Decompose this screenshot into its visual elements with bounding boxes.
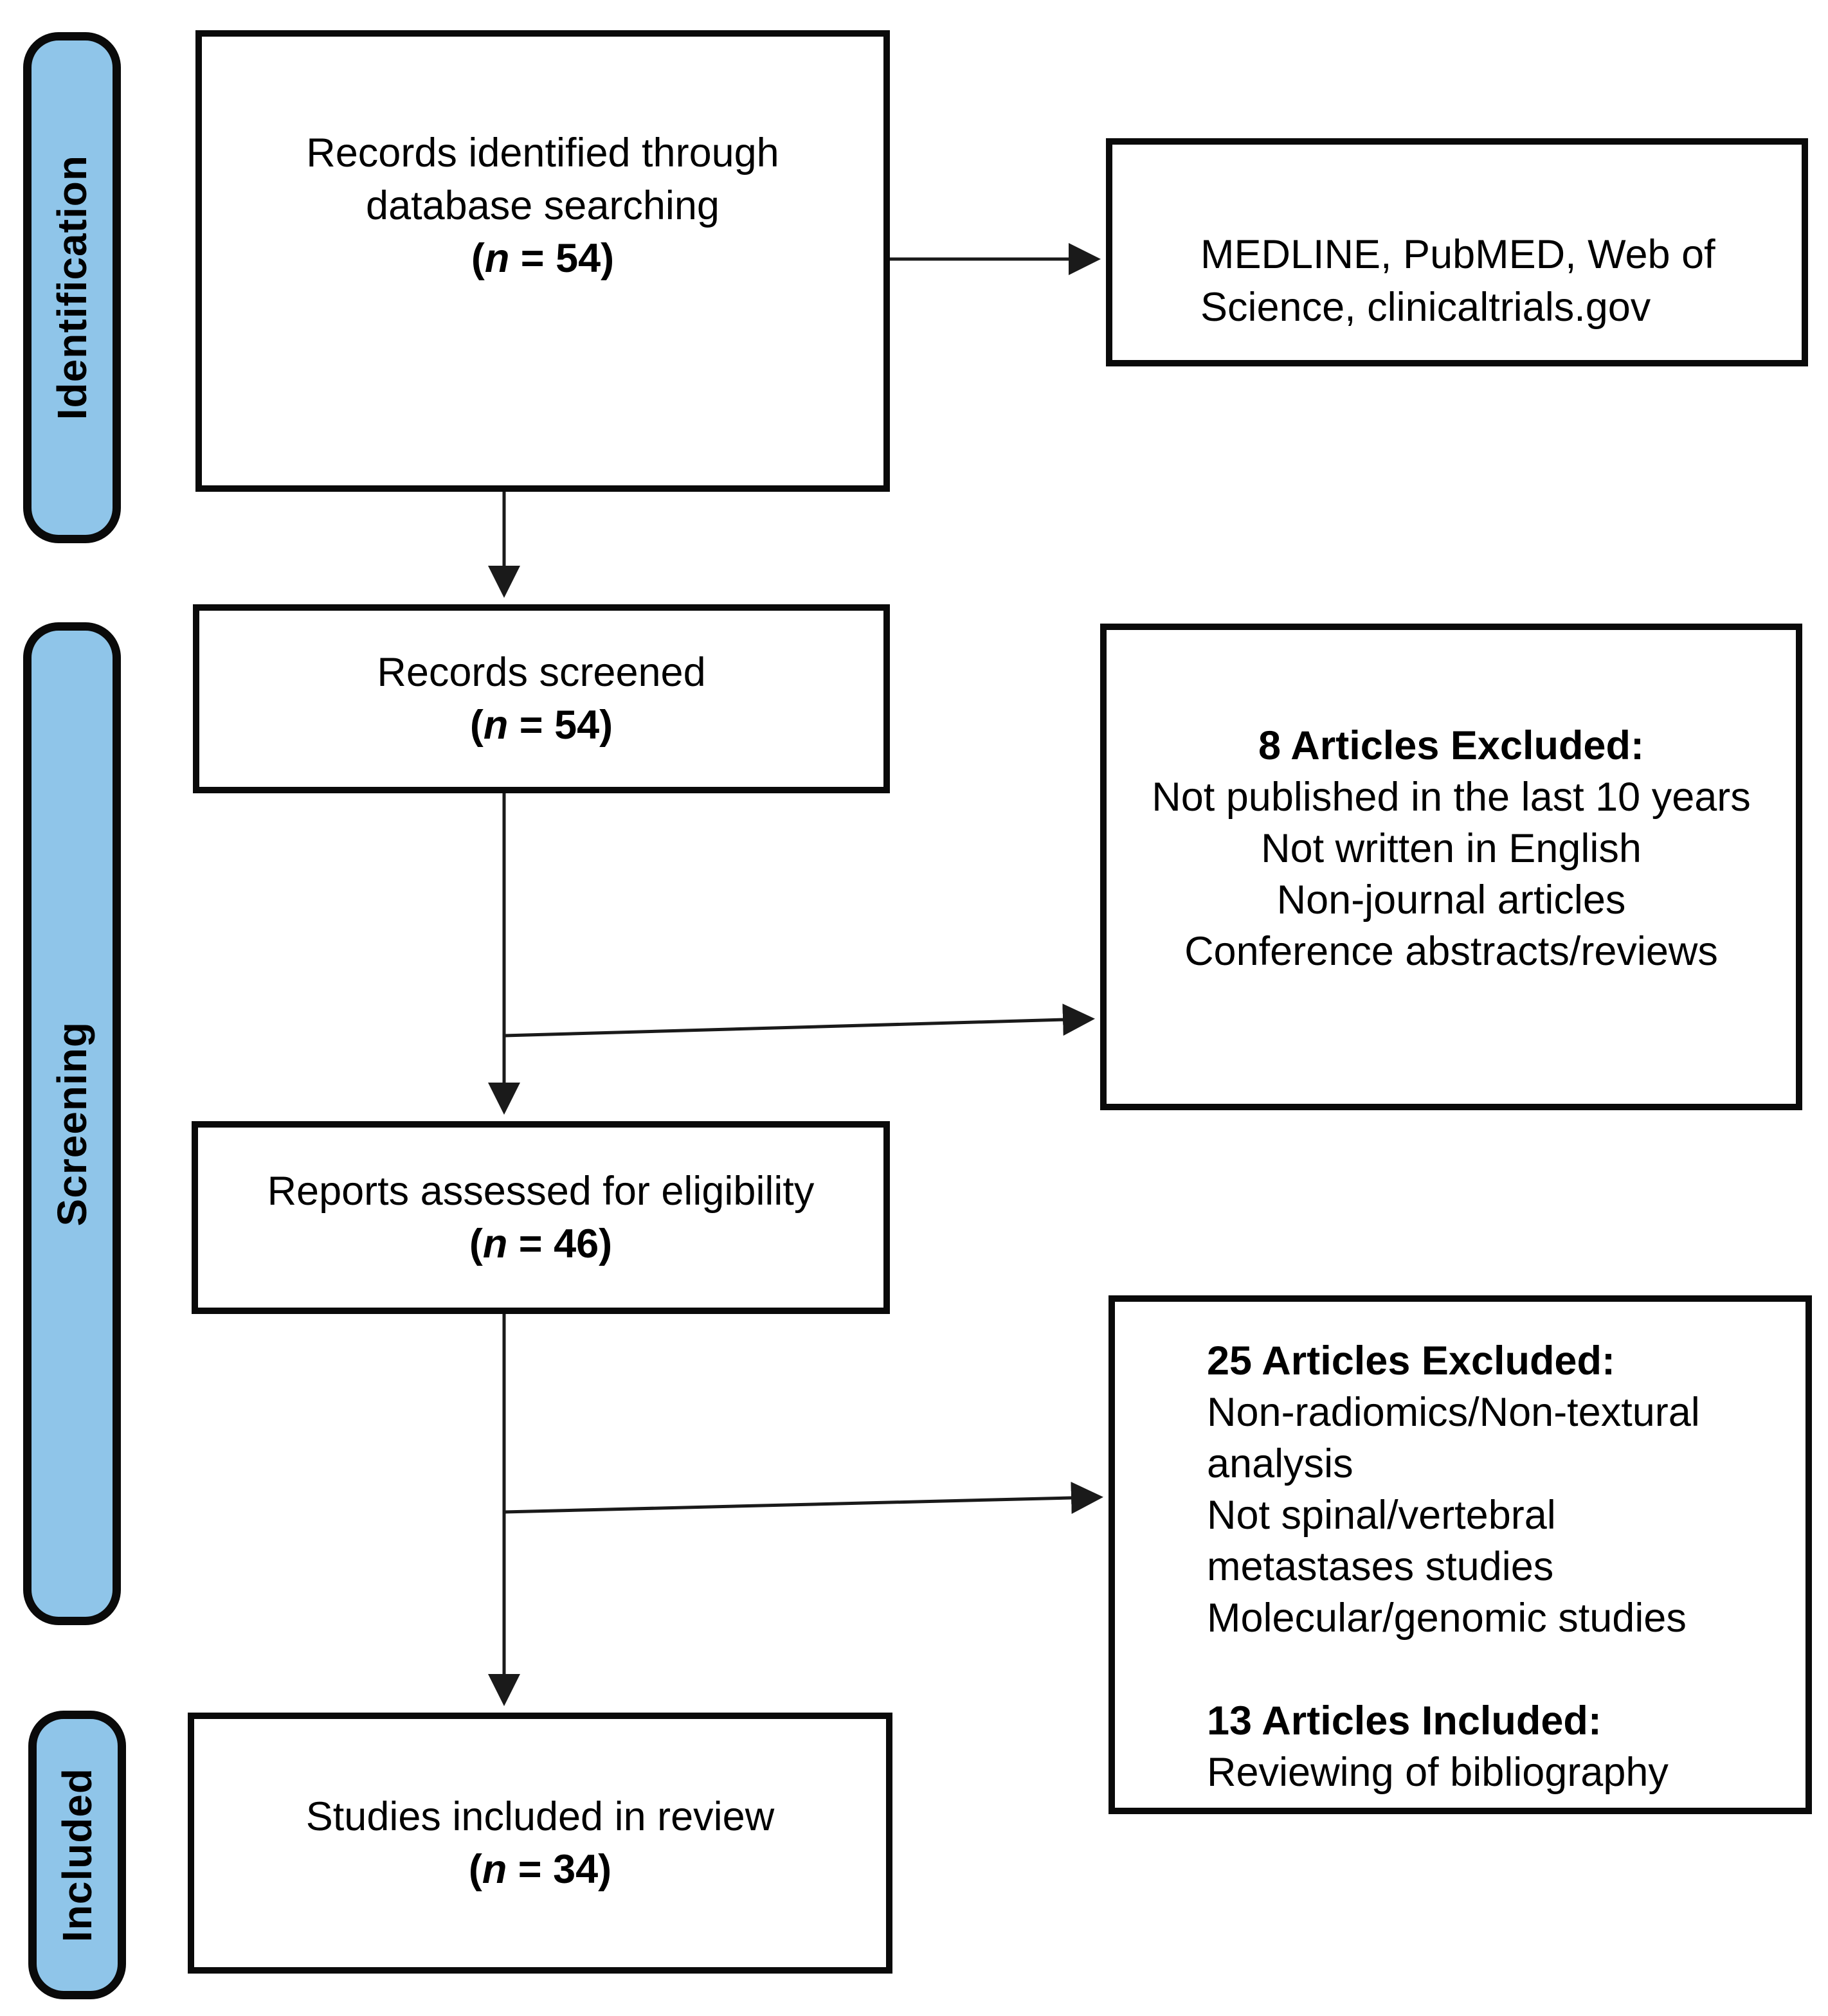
exclusion-reason: analysis bbox=[1207, 1441, 1353, 1486]
box-databases: MEDLINE, PubMED, Web of Science, clinica… bbox=[1106, 138, 1808, 366]
box-text-line: Studies included in review bbox=[305, 1794, 775, 1839]
exclusion-reason: Conference abstracts/reviews bbox=[1184, 929, 1718, 974]
stage-label-screening: Screening bbox=[23, 622, 121, 1625]
exclusion-reason: Not published in the last 10 years bbox=[1152, 775, 1751, 820]
exclusion-reason: Non-journal articles bbox=[1276, 878, 1626, 923]
exclusion-reason: Not spinal/vertebral bbox=[1207, 1493, 1556, 1538]
inclusion-title: 13 Articles Included: bbox=[1207, 1698, 1602, 1743]
box-studies-included: Studies included in review (n = 34) bbox=[188, 1713, 892, 1974]
box-articles-excluded-screening: 8 Articles Excluded: Not published in th… bbox=[1100, 624, 1802, 1110]
box-reports-assessed: Reports assessed for eligibility (n = 46… bbox=[192, 1121, 890, 1314]
arrow-branch-screened-to-excluded bbox=[503, 1004, 1095, 1038]
stage-label-text: Included bbox=[54, 1767, 100, 1943]
exclusion-reason: Not written in English bbox=[1261, 826, 1642, 871]
box-text-line: Science, clinicaltrials.gov bbox=[1200, 285, 1651, 330]
exclusion-reason: Molecular/genomic studies bbox=[1207, 1596, 1687, 1641]
stage-label-included: Included bbox=[28, 1711, 126, 1999]
box-text-line: Records identified through bbox=[306, 130, 779, 176]
exclusion-reason: metastases studies bbox=[1207, 1544, 1554, 1589]
box-records-identified: Records identified through database sear… bbox=[195, 30, 890, 492]
arrow-branch-eligibility-to-excluded bbox=[503, 1482, 1103, 1514]
count-line: (n = 54) bbox=[471, 236, 615, 281]
stage-label-text: Identification bbox=[49, 155, 95, 420]
stage-label-identification: Identification bbox=[23, 32, 121, 543]
exclusion-title: 25 Articles Excluded: bbox=[1207, 1338, 1615, 1383]
box-articles-excluded-eligibility: 25 Articles Excluded: Non-radiomics/Non-… bbox=[1109, 1295, 1812, 1814]
exclusion-title: 8 Articles Excluded: bbox=[1258, 723, 1644, 768]
box-text-line: database searching bbox=[366, 183, 719, 228]
count-line: (n = 54) bbox=[469, 703, 613, 748]
count-line: (n = 46) bbox=[469, 1221, 613, 1266]
exclusion-reason: Non-radiomics/Non-textural bbox=[1207, 1390, 1700, 1435]
box-text-line: Records screened bbox=[377, 650, 706, 695]
count-line: (n = 34) bbox=[468, 1847, 612, 1892]
inclusion-note: Reviewing of bibliography bbox=[1207, 1750, 1669, 1795]
stage-label-text: Screening bbox=[49, 1021, 95, 1227]
box-records-screened: Records screened (n = 54) bbox=[193, 604, 890, 793]
box-text-line: MEDLINE, PubMED, Web of bbox=[1200, 232, 1715, 277]
box-text-line: Reports assessed for eligibility bbox=[267, 1169, 815, 1214]
